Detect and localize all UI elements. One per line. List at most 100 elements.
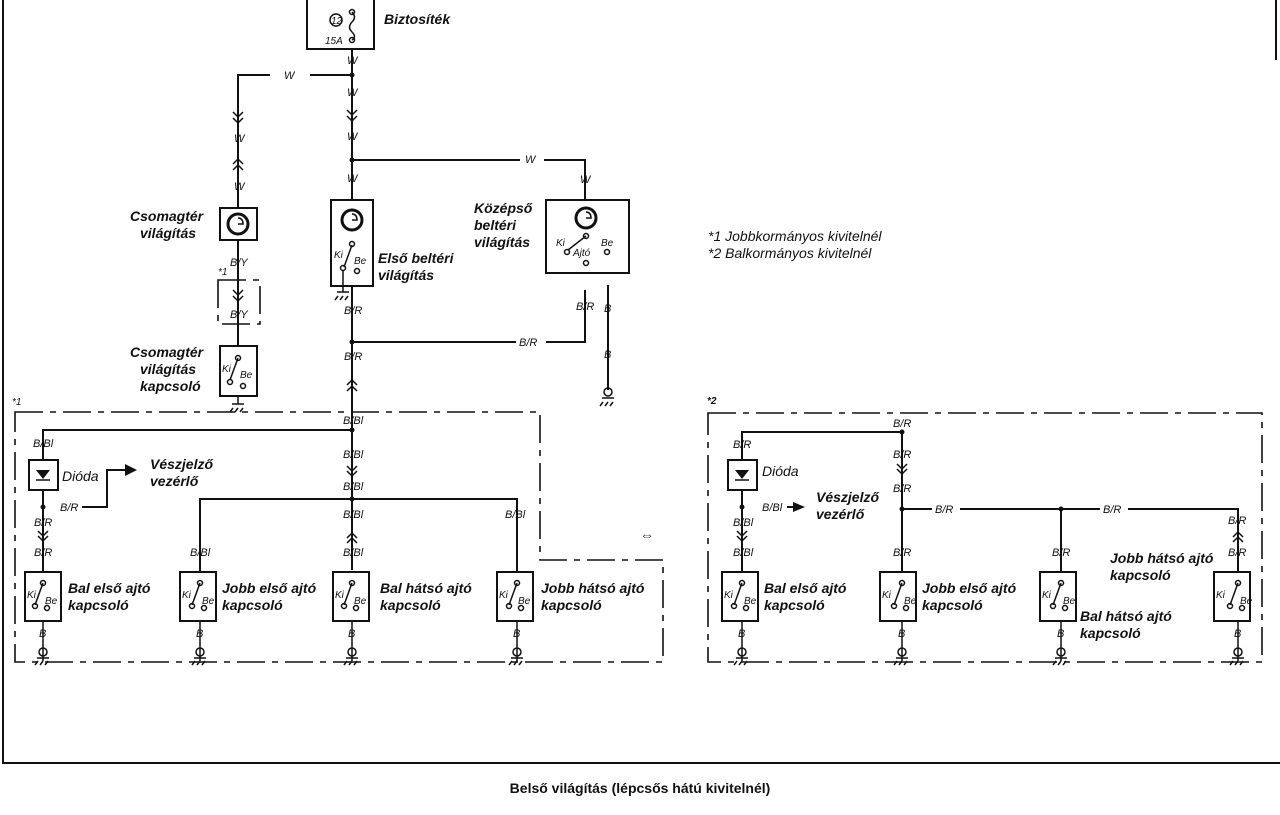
svg-text:B/Bl: B/Bl	[733, 547, 754, 559]
svg-text:Ki: Ki	[556, 238, 566, 249]
wire-label: W	[234, 133, 246, 145]
wire-label: B/R	[576, 301, 594, 313]
svg-text:Bal hátsó ajtó: Bal hátsó ajtó	[1080, 608, 1172, 624]
svg-text:Be: Be	[202, 596, 215, 607]
wire-label: B/Y	[230, 257, 248, 269]
ground-icon	[1233, 647, 1243, 657]
svg-text:*1: *1	[12, 397, 21, 408]
svg-text:B/R: B/R	[1103, 504, 1121, 516]
svg-text:B: B	[513, 628, 520, 640]
svg-text:B: B	[1057, 628, 1064, 640]
wire-label: W	[347, 55, 359, 67]
svg-text:kapcsoló: kapcsoló	[222, 597, 283, 613]
svg-text:Ki: Ki	[182, 590, 192, 601]
svg-text:Ki: Ki	[1216, 590, 1226, 601]
outer-frame	[2, 0, 1280, 764]
svg-text:Be: Be	[518, 596, 531, 607]
variant-2-panel: *2 B/R B/R Dióda B/Bl Vészjelző vezérlő …	[707, 396, 1263, 663]
ground-icon	[191, 657, 206, 666]
trunk-light: Csomagtér világítás	[130, 207, 258, 241]
svg-text:Vészjelző: Vészjelző	[150, 456, 213, 472]
svg-text:vezérlő: vezérlő	[816, 506, 865, 522]
fuse-rating: 15A	[325, 36, 343, 47]
svg-text:B/R: B/R	[1052, 547, 1070, 559]
svg-text:világítás: világítás	[474, 234, 530, 250]
svg-text:B/Bl: B/Bl	[343, 509, 364, 521]
diode-1: Dióda	[28, 459, 99, 491]
wire-label: W	[347, 131, 359, 143]
svg-text:*2: *2	[707, 396, 717, 407]
svg-text:Ki: Ki	[1042, 590, 1052, 601]
svg-text:Be: Be	[1240, 596, 1253, 607]
svg-text:világítás: világítás	[140, 361, 196, 377]
ground-icon	[733, 657, 748, 666]
svg-text:Ki: Ki	[724, 590, 734, 601]
ground-icon	[508, 657, 523, 666]
svg-text:Első beltéri: Első beltéri	[378, 250, 455, 266]
fuse-number: 12	[331, 16, 343, 27]
svg-text:B/R: B/R	[34, 547, 52, 559]
wire-label: B/R	[344, 305, 362, 317]
svg-text:vezérlő: vezérlő	[150, 473, 199, 489]
ground-icon	[737, 647, 747, 657]
svg-text:Jobb első ajtó: Jobb első ajtó	[922, 580, 1017, 596]
svg-text:B/R: B/R	[935, 504, 953, 516]
svg-text:kapcsoló: kapcsoló	[541, 597, 602, 613]
svg-text:Középső: Középső	[474, 200, 533, 216]
svg-text:Ki: Ki	[335, 590, 345, 601]
front-interior-light: Ki Be Első beltéri világítás	[330, 199, 455, 301]
middle-interior-light: Ki Ajtó Be Középső beltéri világítás	[474, 199, 630, 274]
svg-text:Vészjelző: Vészjelző	[816, 489, 879, 505]
svg-text:Bal első ajtó: Bal első ajtó	[764, 580, 847, 596]
svg-text:kapcsoló: kapcsoló	[922, 597, 983, 613]
svg-text:Be: Be	[601, 238, 614, 249]
svg-text:B: B	[738, 628, 745, 640]
variant-marker: *1	[218, 267, 227, 278]
svg-text:világítás: világítás	[378, 267, 434, 283]
svg-text:B/Bl: B/Bl	[343, 449, 364, 461]
svg-text:kapcsoló: kapcsoló	[764, 597, 825, 613]
note-1: *1 Jobbkormányos kivitelnél	[708, 228, 882, 244]
svg-text:Bal hátsó ajtó: Bal hátsó ajtó	[380, 580, 472, 596]
svg-text:Be: Be	[354, 596, 367, 607]
ground-icons	[34, 647, 1244, 666]
svg-text:beltéri: beltéri	[474, 217, 517, 233]
svg-text:B/Bl: B/Bl	[343, 481, 364, 493]
svg-text:B/R: B/R	[893, 483, 911, 495]
wire-label: B	[604, 349, 611, 361]
ground-icon	[347, 647, 357, 657]
svg-text:Jobb hátsó ajtó: Jobb hátsó ajtó	[541, 580, 645, 596]
svg-text:B/R: B/R	[733, 439, 751, 451]
svg-text:B: B	[898, 628, 905, 640]
svg-text:Csomagtér: Csomagtér	[130, 344, 205, 360]
svg-text:B/Bl: B/Bl	[505, 509, 526, 521]
wire-label: W	[347, 173, 359, 185]
svg-text:B/R: B/R	[60, 502, 78, 514]
svg-text:B/R: B/R	[893, 418, 911, 430]
svg-text:kapcsoló: kapcsoló	[1110, 567, 1171, 583]
diode-2: Dióda	[727, 459, 799, 491]
svg-text:kapcsoló: kapcsoló	[68, 597, 129, 613]
svg-text:B/Bl: B/Bl	[343, 415, 364, 427]
ground-icon	[195, 647, 205, 657]
wire-label: W	[347, 87, 359, 99]
svg-text:Ki: Ki	[222, 364, 232, 375]
ground-icon	[343, 657, 358, 666]
svg-text:B: B	[1234, 628, 1241, 640]
wire-label: B/R	[344, 351, 362, 363]
ground-icon	[512, 647, 522, 657]
variant-1-panel: *1 B/Bl B/Bl Dióda B/R Vészjelző vezérlő…	[12, 397, 664, 663]
svg-text:Be: Be	[1063, 596, 1076, 607]
svg-text:Bal első ajtó: Bal első ajtó	[68, 580, 151, 596]
svg-text:Ki: Ki	[27, 590, 37, 601]
ground-icon	[1229, 657, 1244, 666]
svg-text:Be: Be	[45, 596, 58, 607]
ground-icon	[38, 647, 48, 657]
svg-text:Dióda: Dióda	[762, 463, 799, 479]
